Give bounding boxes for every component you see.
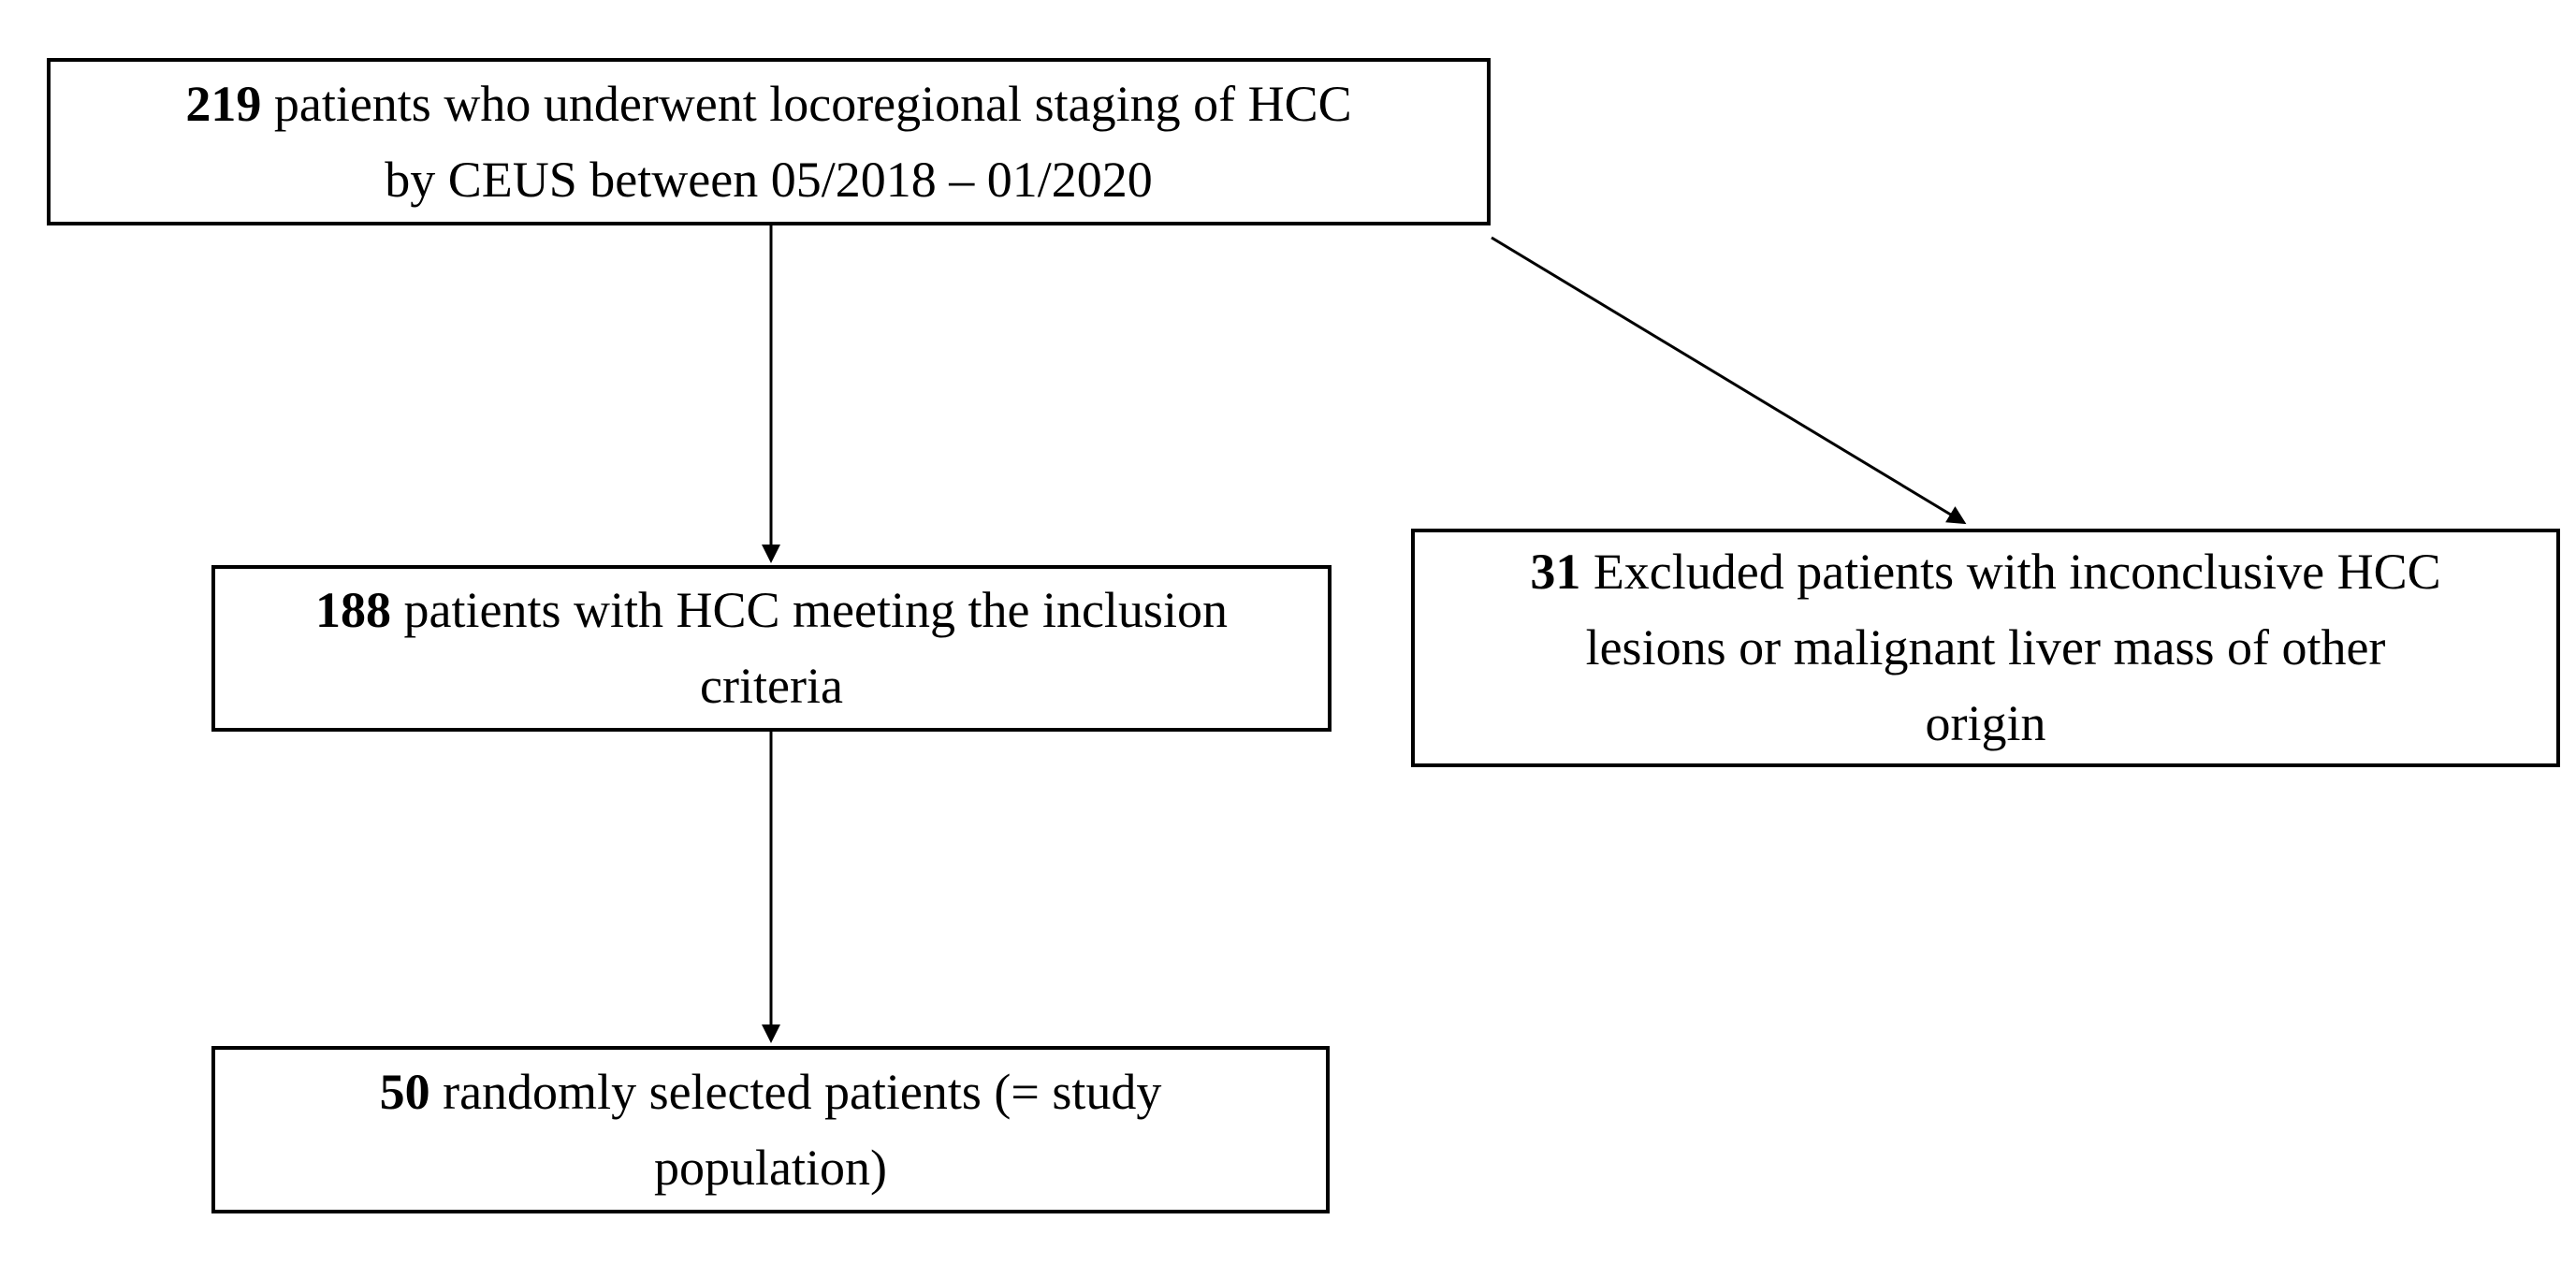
node-screened-line-2: by CEUS between 05/2018 – 01/2020 — [67, 142, 1470, 218]
node-excluded-text-1: Excluded patients with inconclusive HCC — [1593, 544, 2441, 600]
node-study-population: 50 randomly selected patients (= study p… — [211, 1046, 1330, 1213]
node-included-line-1: 188 patients with HCC meeting the inclus… — [232, 573, 1311, 648]
node-study-population-line-1: 50 randomly selected patients (= study — [232, 1054, 1309, 1130]
arrow-screened-to-excluded — [1491, 236, 1967, 525]
node-excluded-count: 31 — [1530, 544, 1581, 600]
node-study-population-text-1: randomly selected patients (= study — [443, 1063, 1162, 1120]
node-excluded-line-3: origin — [1432, 686, 2540, 762]
node-screened: 219 patients who underwent locoregional … — [47, 58, 1491, 225]
node-included-count: 188 — [315, 582, 392, 638]
node-excluded-line-1: 31 Excluded patients with inconclusive H… — [1432, 534, 2540, 610]
node-screened-text-1: patients who underwent locoregional stag… — [273, 75, 1352, 132]
node-included-line-2: criteria — [232, 648, 1311, 724]
node-study-population-count: 50 — [379, 1063, 430, 1120]
node-included: 188 patients with HCC meeting the inclus… — [211, 565, 1332, 732]
node-study-population-text-2: population) — [654, 1139, 887, 1196]
node-excluded-text-3: origin — [1925, 695, 2046, 751]
node-screened-count: 219 — [185, 75, 262, 132]
node-excluded-line-2: lesions or malignant liver mass of other — [1432, 610, 2540, 686]
node-screened-text-2: by CEUS between 05/2018 – 01/2020 — [385, 151, 1153, 208]
node-included-text-1: patients with HCC meeting the inclusion — [403, 582, 1228, 638]
node-included-text-2: criteria — [700, 658, 843, 714]
node-excluded: 31 Excluded patients with inconclusive H… — [1411, 529, 2560, 767]
node-study-population-line-2: population) — [232, 1130, 1309, 1206]
node-screened-line-1: 219 patients who underwent locoregional … — [67, 66, 1470, 142]
node-excluded-text-2: lesions or malignant liver mass of other — [1585, 619, 2386, 676]
